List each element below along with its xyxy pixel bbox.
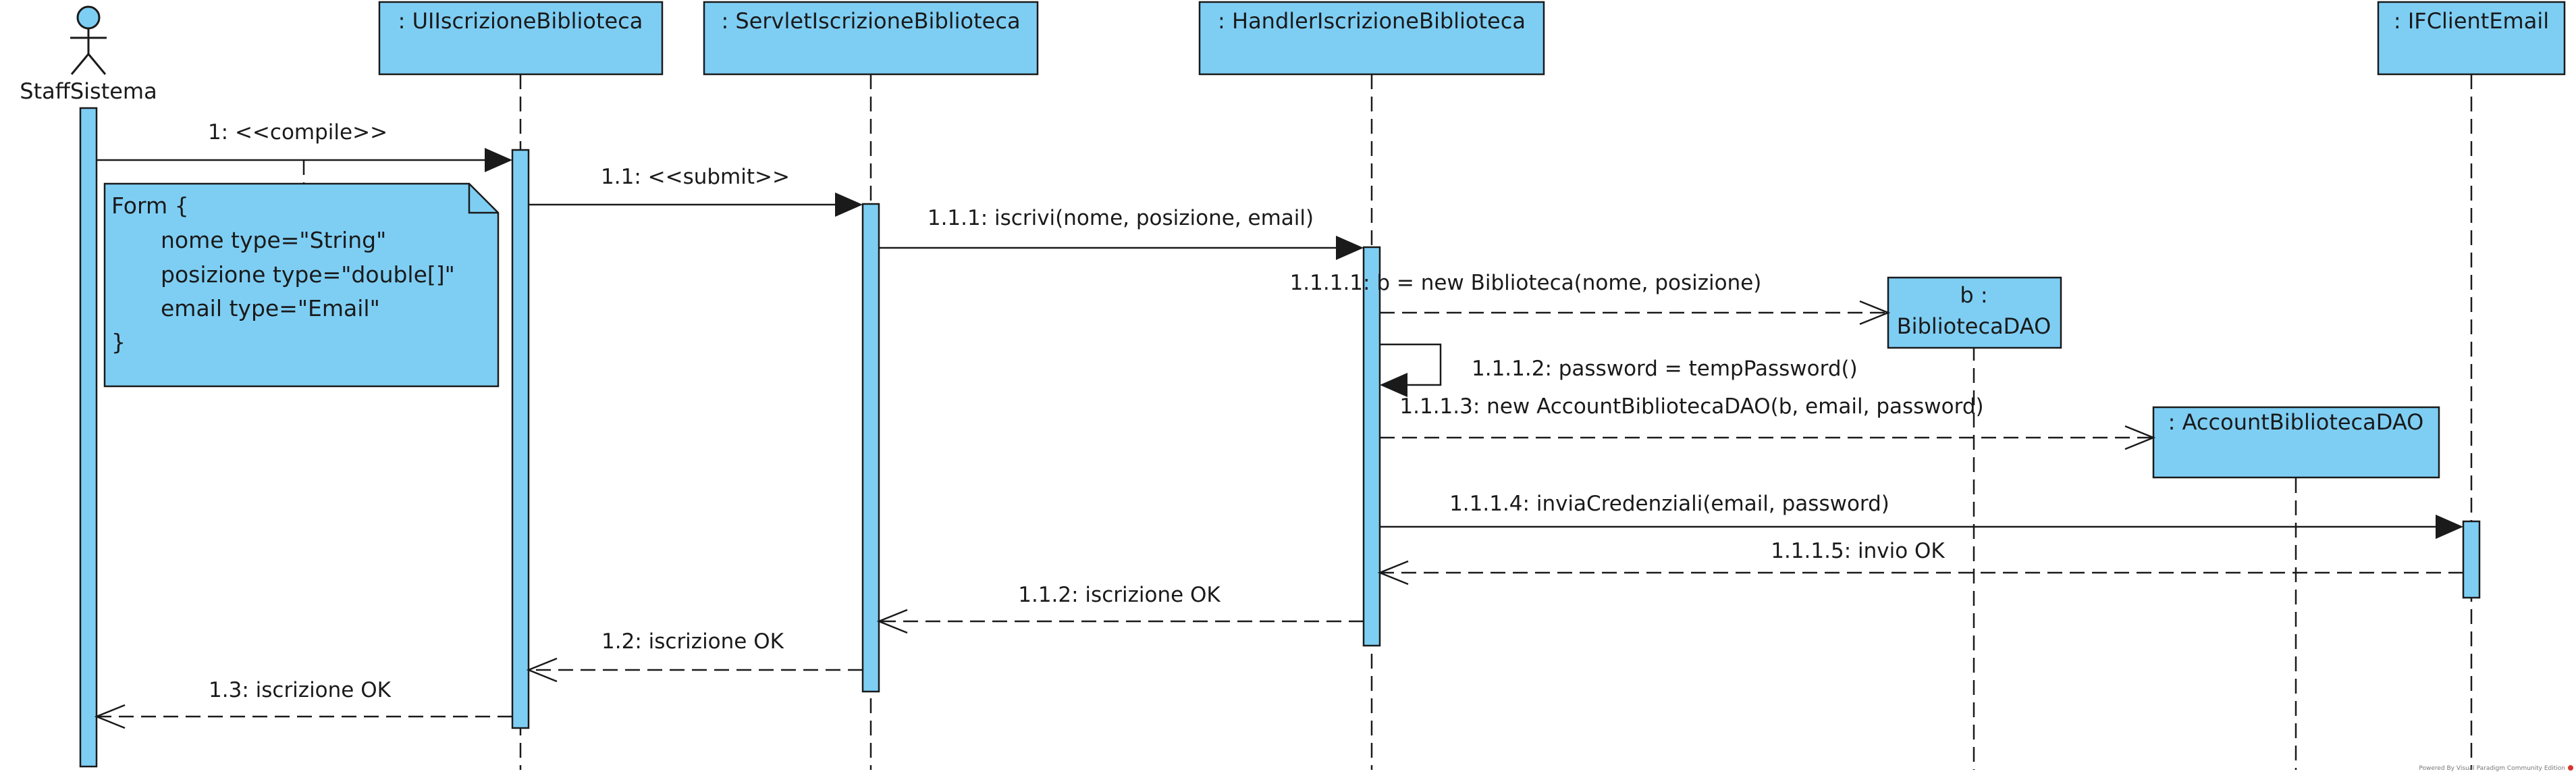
message-1-2-iscrizione-ok: 1.2: iscrizione OK — [526, 629, 863, 683]
message-1-3-iscrizione-ok: 1.3: iscrizione OK — [94, 678, 512, 729]
message-1-1-1-4-invia-credenziali: 1.1.1.4: inviaCredenziali(email, passwor… — [1380, 492, 2463, 539]
svg-text:b :: b : — [1960, 282, 1987, 308]
svg-text:: ServletIscrizioneBiblioteca: : ServletIscrizioneBiblioteca — [721, 8, 1020, 34]
message-1-1-1-1-new-biblioteca: 1.1.1.1: b = new Biblioteca(nome, posizi… — [1290, 271, 1891, 326]
actor-label: StaffSistema — [20, 78, 157, 104]
svg-text:1.1.1.4: inviaCredenziali(emai: 1.1.1.4: inviaCredenziali(email, passwor… — [1449, 492, 1889, 516]
svg-text:: UIIscrizioneBiblioteca: : UIIscrizioneBiblioteca — [398, 8, 643, 34]
svg-text:1.3: iscrizione OK: 1.3: iscrizione OK — [209, 678, 392, 702]
svg-text:: AccountBibliotecaDAO: : AccountBibliotecaDAO — [2168, 409, 2424, 435]
activation-actor — [79, 107, 98, 768]
message-1-1-submit: 1.1: <<submit>> — [529, 165, 863, 217]
actor-head — [76, 5, 101, 30]
message-1-1-1-iscrivi: 1.1.1: iscrivi(nome, posizione, email) — [879, 206, 1364, 260]
svg-text:1.1.1.1: b = new Biblioteca(no: 1.1.1.1: b = new Biblioteca(nome, posizi… — [1290, 271, 1762, 295]
form-note: Form { nome type="String" posizione type… — [103, 182, 500, 388]
svg-text:1: <<compile>>: 1: <<compile>> — [208, 120, 387, 145]
activation-email — [2462, 520, 2481, 599]
svg-text:1.1: <<submit>>: 1.1: <<submit>> — [601, 165, 790, 189]
message-1-1-1-2-temp-password: 1.1.1.2: password = tempPassword() — [1380, 343, 1858, 397]
svg-text:: HandlerIscrizioneBiblioteca: : HandlerIscrizioneBiblioteca — [1218, 8, 1526, 34]
activation-handler — [1362, 246, 1381, 647]
object-box-email: : IFClientEmail — [2377, 1, 2566, 76]
message-1-compile: 1: <<compile>> — [97, 120, 512, 172]
powered-by-footer: Powered By Visual Paradigm Community Edi… — [2419, 765, 2565, 772]
note-line-2: nome type="String" — [161, 227, 386, 253]
object-box-ui: : UIIscrizioneBiblioteca — [378, 1, 664, 76]
svg-text:: IFClientEmail: : IFClientEmail — [2394, 8, 2549, 34]
object-box-servlet: : ServletIscrizioneBiblioteca — [703, 1, 1039, 76]
note-line-3: posizione type="double[]" — [161, 261, 455, 288]
svg-text:BibliotecaDAO: BibliotecaDAO — [1897, 313, 2051, 339]
message-1-1-1-5-invio-ok: 1.1.1.5: invio OK — [1377, 539, 2463, 586]
svg-text:1.1.1.3: new AccountBiblioteca: 1.1.1.3: new AccountBibliotecaDAO(b, ema… — [1399, 394, 1983, 419]
activation-servlet — [861, 203, 880, 693]
svg-text:1.2: iscrizione OK: 1.2: iscrizione OK — [601, 629, 784, 654]
svg-text:1.1.1.5: invio OK: 1.1.1.5: invio OK — [1771, 539, 1945, 563]
svg-text:1.1.2: iscrizione OK: 1.1.2: iscrizione OK — [1018, 583, 1220, 607]
message-1-1-1-3-new-account: 1.1.1.3: new AccountBibliotecaDAO(b, ema… — [1380, 394, 2156, 450]
actor-staffsistema — [70, 5, 107, 75]
note-line-4: email type="Email" — [161, 295, 380, 321]
svg-text:1.1.1: iscrivi(nome, posizione: 1.1.1: iscrivi(nome, posizione, email) — [928, 206, 1314, 230]
activation-ui — [511, 149, 530, 729]
vp-logo-icon — [2568, 765, 2573, 771]
note-line-1: Form { — [111, 192, 189, 219]
object-box-handler: : HandlerIscrizioneBiblioteca — [1198, 1, 1545, 76]
note-line-5: } — [111, 329, 126, 355]
object-box-account: : AccountBibliotecaDAO — [2152, 406, 2440, 479]
object-box-biblioteca: b : BibliotecaDAO — [1887, 276, 2062, 349]
svg-text:1.1.1.2: password = tempPasswo: 1.1.1.2: password = tempPassword() — [1472, 357, 1858, 381]
message-1-1-2-iscrizione-ok: 1.1.2: iscrizione OK — [876, 583, 1364, 634]
